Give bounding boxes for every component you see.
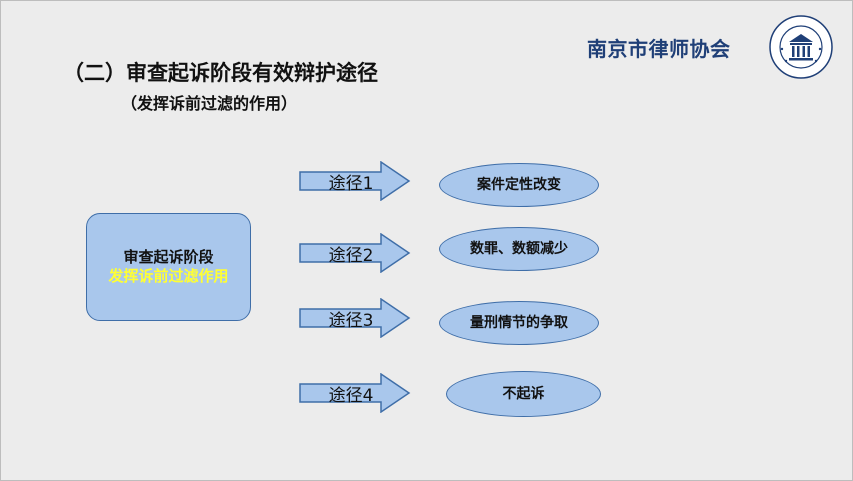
right-arrow-icon (299, 373, 411, 413)
main-box-line1: 审查起诉阶段 (123, 248, 214, 266)
courthouse-emblem-icon (769, 15, 833, 79)
path-arrow-1: 途径1 (299, 161, 411, 201)
outcome-oval-3: 量刑情节的争取 (439, 301, 599, 345)
review-prosecution-stage-box: 审查起诉阶段 发挥诉前过滤作用 (86, 213, 251, 321)
outcome-oval-2: 数罪、数额减少 (439, 227, 599, 271)
main-box-line2: 发挥诉前过滤作用 (108, 267, 229, 285)
association-name: 南京市律师协会 (587, 37, 731, 61)
right-arrow-icon (299, 233, 411, 273)
path-arrow-2: 途径2 (299, 233, 411, 273)
path-arrow-4: 途径4 (299, 373, 411, 413)
right-arrow-icon (299, 298, 411, 338)
path-label-2: 途径2 (328, 245, 374, 266)
path-label-3: 途径3 (328, 310, 374, 331)
path-label-1: 途径1 (328, 173, 374, 194)
slide-subtitle: （发挥诉前过滤的作用） (121, 94, 298, 113)
path-label-4: 途径4 (328, 385, 374, 406)
slide-title: （二）审查起诉阶段有效辩护途径 (63, 61, 378, 85)
right-arrow-icon (299, 161, 411, 201)
outcome-oval-1: 案件定性改变 (439, 163, 599, 207)
path-arrow-3: 途径3 (299, 298, 411, 338)
outcome-oval-4: 不起诉 (446, 371, 601, 417)
